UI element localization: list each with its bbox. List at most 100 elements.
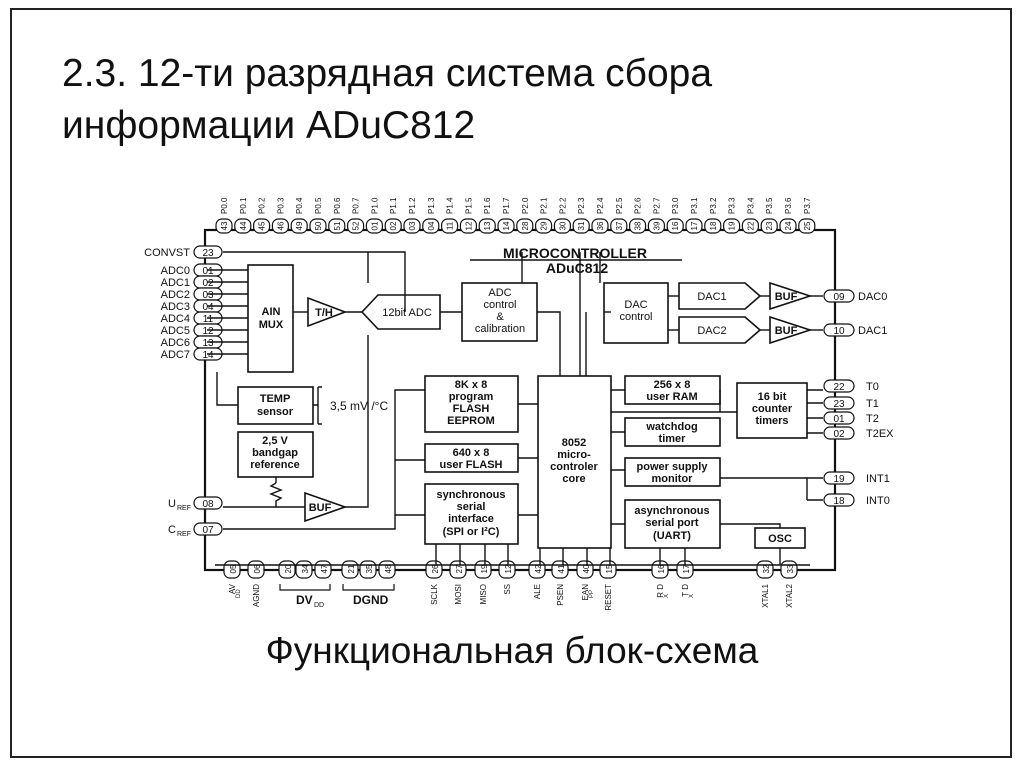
top-pin-box [441,218,459,234]
ain-mux-l2: MUX [259,319,284,331]
top-pin-name: P3.2 [709,197,718,214]
bottom-pin-name: AGND [252,584,261,607]
top-pin-num: 23 [765,221,774,230]
top-pin-box [309,218,327,234]
bottom-pin-num: 26 [431,564,440,573]
bandgap-l3: reference [250,459,300,471]
user-flash-l2: user FLASH [440,459,503,471]
top-pin-name: P2.2 [558,197,567,214]
bottom-pin-num: 40 [582,564,591,573]
top-pin-box [572,218,590,234]
top-pin-num: 03 [408,221,417,230]
adc-control-block [461,282,538,342]
top-pin-box [685,218,703,234]
left-pin-group: 23CONVST01ADC002ADC103ADC204ADC311ADC412… [144,245,223,538]
left-pin-name: ADC0 [161,265,190,277]
top-pin-name: P1.0 [370,197,379,214]
ram-l2: user RAM [646,391,697,403]
top-pin-num: 22 [746,221,755,230]
flash-l2: program [449,391,494,403]
buf-ref-label: BUF [309,502,332,514]
bottom-pin-num: 35 [365,564,374,573]
bottom-pin-num: 06 [253,564,262,573]
top-pin-name: P3.6 [784,197,793,214]
top-pin-num: 01 [370,221,379,230]
top-pin-box [384,218,402,234]
top-pin-name: P0.5 [314,197,323,214]
top-pin-name: P1.2 [408,197,417,214]
top-pin-num: 13 [483,221,492,230]
bottom-pin-name: SCLK [430,583,439,605]
left-pin-name: C [168,524,176,536]
right-pin-num: 22 [833,382,845,393]
bottom-pin-name: PSEN [556,584,565,606]
bottom-pin-sub: DD [236,589,242,598]
watchdog-l2: timer [659,433,687,445]
buf-dac1-label: BUF [775,325,798,337]
top-pin-num: 46 [276,221,285,230]
top-pin-name: P0.7 [352,197,361,214]
bottom-pin-num: 17 [682,564,691,573]
top-pin-box [704,218,722,234]
dac1-block [678,282,762,310]
bandgap-l2: bandgap [252,447,298,459]
top-pin-num: 18 [709,221,718,230]
adc-ctrl-l4: calibration [475,323,525,335]
slide-frame [10,8,1012,758]
top-pin-box [666,218,684,234]
top-pin-box [553,218,572,234]
left-pin-sub: REF [177,505,191,512]
top-pin-num: 17 [690,221,699,230]
top-pin-num: 38 [634,221,643,230]
top-pin-num: 36 [596,221,605,230]
right-pin-num: 19 [833,474,845,485]
top-pin-name: P1.3 [427,197,436,214]
left-pin-name: ADC1 [161,277,190,289]
right-pin-name: DAC1 [858,325,887,337]
serial-l4: (SPI or I²C) [443,526,500,538]
top-pin-name: P1.7 [502,197,511,214]
core-l1: 8052 [562,437,586,449]
right-pin-name: DAC0 [858,291,887,303]
bottom-pin-num: 48 [384,564,393,573]
top-pin-box [215,218,233,234]
top-pin-name: P0.2 [258,197,267,214]
right-pin-name: INT0 [866,495,890,507]
bottom-pin-name: RESET [604,584,613,611]
core-l2: micro- [557,449,591,461]
bottom-pin-num: 27 [455,564,464,573]
top-pin-name: P1.1 [389,197,398,214]
bottom-pin-name: XTAL2 [785,583,794,607]
bottom-pin-name: MISO [479,584,488,604]
top-pin-name: P2.5 [615,197,624,214]
temp-note: 3,5 mV /°C [330,399,388,413]
left-pin-name: ADC4 [161,313,190,325]
core-l4: core [562,473,585,485]
right-pin-box [823,379,855,393]
adc12-label: 12bit ADC [382,307,432,319]
left-pin-num: 23 [202,248,214,259]
top-pin-num: 43 [220,221,229,230]
left-pin-num: 11 [203,314,214,325]
user-flash-block [424,443,519,473]
ram-l1: 256 x 8 [654,379,691,391]
diagram-header: MICROCONTROLLER [503,245,647,261]
top-pin-box [534,218,553,234]
top-pin-num: 12 [464,221,473,230]
flash-l1: 8K x 8 [455,379,487,391]
left-pin-num: 13 [202,338,214,349]
right-pin-name: INT1 [866,473,890,485]
temp-l1: TEMP [260,393,291,405]
title-line-2: информации ADuC812 [62,104,476,147]
top-pin-num: 52 [352,221,361,230]
top-pin-box [271,218,289,234]
bottom-pin-name: R D [656,584,665,598]
bottom-pin-name: ALE [533,584,542,599]
dac2-block [678,316,762,344]
top-pin-num: 30 [558,221,567,230]
left-pin-name: ADC6 [161,337,190,349]
psu-monitor-block [624,457,721,487]
top-pin-num: 24 [784,221,793,230]
